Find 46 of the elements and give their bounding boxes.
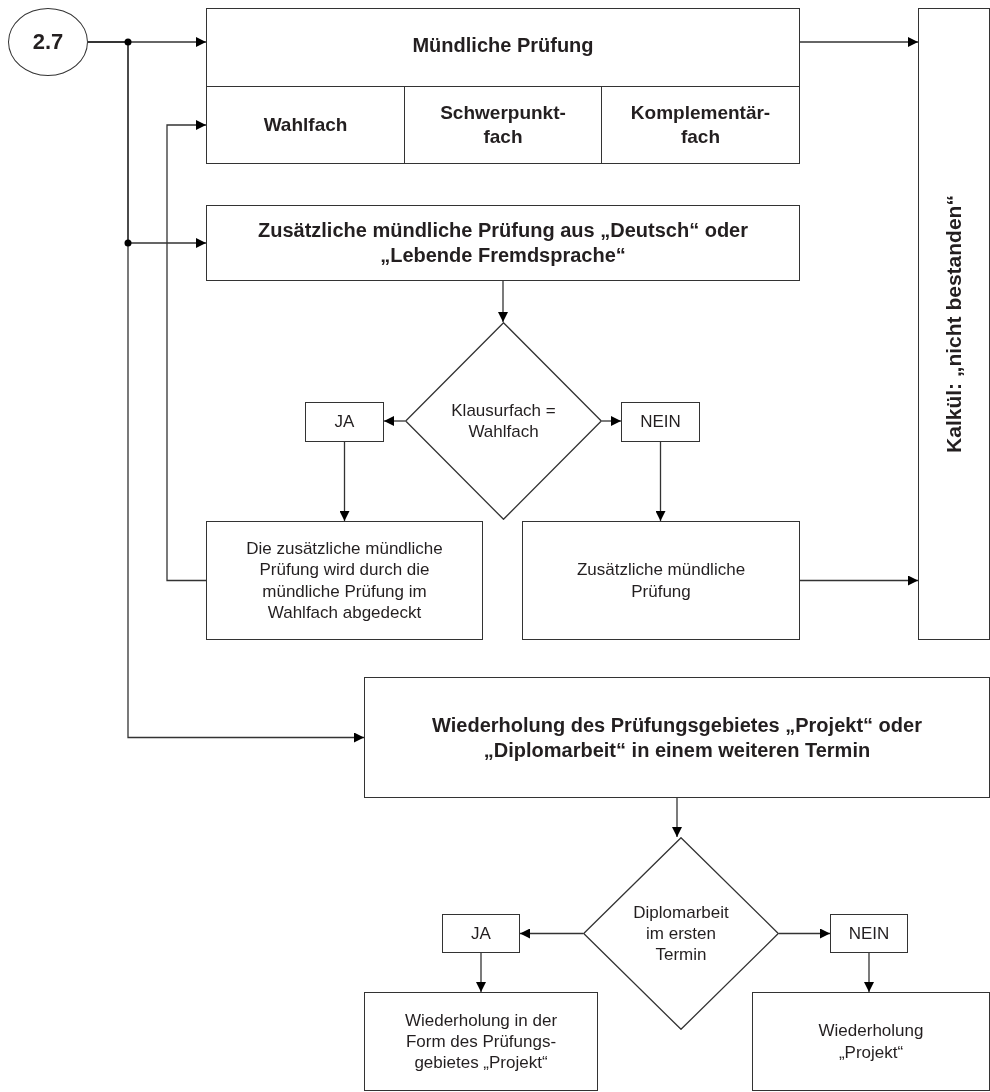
node-label: Wiederholung des Prüfungsgebietes „Projekt“ oder „Diplomarbeit“ in einem weiteren Termin <box>431 712 923 763</box>
process-box <box>830 914 908 953</box>
node-label: NEIN <box>640 411 681 433</box>
node-label: Zusätzliche mündliche Prüfung aus „Deutsch“ oder „Lebende Fremdsprache“ <box>256 218 750 268</box>
arrow <box>864 952 874 993</box>
node-label: NEIN <box>848 922 890 945</box>
arrow <box>601 416 622 426</box>
node-label: Zusätzliche mündliche Prüfung <box>575 559 747 602</box>
process-box <box>206 205 800 281</box>
process-box <box>206 8 800 164</box>
arrow <box>339 441 350 522</box>
process-box <box>206 521 483 640</box>
arrow <box>799 575 919 586</box>
arrow <box>655 441 666 522</box>
node-label: Schwerpunkt-fach <box>440 101 566 149</box>
arrow <box>476 952 486 993</box>
arrow <box>166 120 207 582</box>
process-box <box>364 677 990 798</box>
process-box <box>621 402 700 442</box>
node-label: Diplomarbeit im ersten Termin <box>632 901 730 966</box>
node-label: Klausurfach = Wahlfach <box>450 399 557 443</box>
node-label: JA <box>471 922 491 945</box>
result-box <box>918 8 990 640</box>
process-box <box>305 402 384 442</box>
process-box <box>752 992 990 1091</box>
node-label: 2.7 <box>32 28 64 56</box>
node-label: Wiederholung in der Form des Prüfungs-gebietes „Projekt“ <box>403 1009 559 1074</box>
arrow <box>383 416 406 426</box>
process-box <box>522 521 800 640</box>
node-label: Komplementär-fach <box>630 101 771 149</box>
arrow <box>778 928 831 939</box>
decision-diamond <box>405 322 602 520</box>
arrow <box>87 41 365 743</box>
arrow <box>519 928 584 939</box>
node-label: Die zusätzliche mündliche Prüfung wird durch die mündliche Prüfung im Wahlfach abgedeckt <box>245 538 444 623</box>
node-label: Wahlfach <box>263 113 348 137</box>
node-label: Wiederholung „Projekt“ <box>817 1020 925 1063</box>
arrow <box>799 37 919 47</box>
decision-diamond <box>583 837 779 1030</box>
node-label: JA <box>334 411 355 433</box>
process-box <box>364 992 598 1091</box>
arrow <box>672 797 682 838</box>
node-label: Kalkül: „nicht bestanden“ <box>940 195 966 453</box>
node-label: Mündliche Prüfung <box>411 33 595 58</box>
arrow <box>498 280 508 323</box>
process-box <box>442 914 520 953</box>
